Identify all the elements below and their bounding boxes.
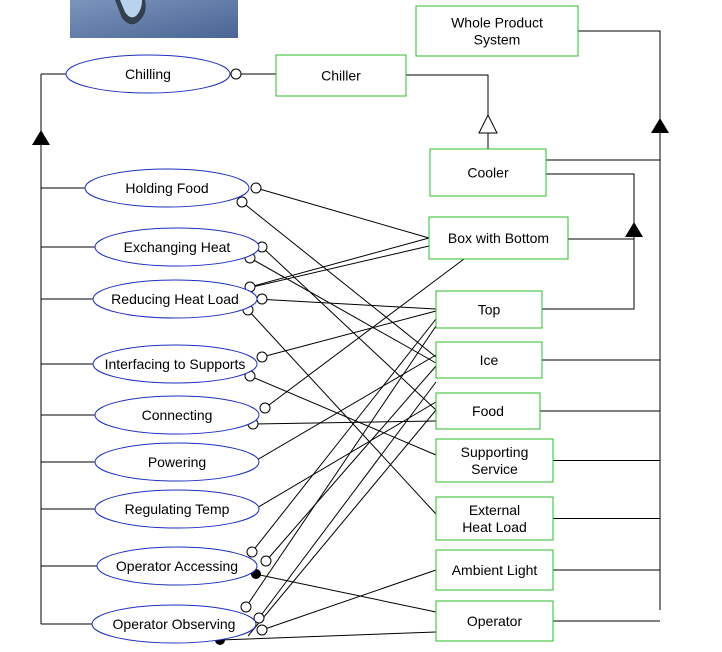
function-label: Regulating Temp: [125, 501, 230, 517]
function-label: Exchanging Heat: [124, 239, 231, 255]
link-port-icon: [240, 601, 252, 613]
link-port-icon: [256, 293, 268, 305]
function-interfacing-to-supports[interactable]: Interfacing to Supports: [92, 344, 258, 384]
component-label: Supporting: [461, 444, 529, 460]
link-port-icon: [260, 555, 272, 567]
function-label: Powering: [148, 454, 206, 470]
component-label: Service: [471, 461, 518, 477]
function-label: Holding Food: [125, 180, 208, 196]
link-port-icon: [259, 402, 271, 414]
function-exchanging-heat[interactable]: Exchanging Heat: [94, 227, 260, 267]
link-port-icon: [256, 351, 268, 363]
function-operator-observing[interactable]: Operator Observing: [91, 604, 257, 644]
aggregation-arrow-icon: [32, 130, 50, 145]
aggregation-arrow-icon: [625, 222, 643, 237]
component-label: Operator: [467, 613, 523, 629]
function-regulating-temp[interactable]: Regulating Temp: [94, 489, 260, 529]
function-label: Operator Accessing: [116, 558, 238, 574]
component-label: External: [469, 502, 520, 518]
component-chiller[interactable]: Chiller: [275, 54, 407, 97]
component-label: Top: [478, 302, 501, 318]
component-top[interactable]: Top: [435, 290, 543, 329]
link-port-icon: [230, 68, 242, 80]
component-label: Ice: [480, 352, 499, 368]
component-food[interactable]: Food: [435, 392, 541, 430]
link-port-icon: [250, 182, 262, 194]
aggregation-arrow-icon: [651, 118, 669, 133]
function-holding-food[interactable]: Holding Food: [84, 168, 250, 208]
component-box-with-bottom[interactable]: Box with Bottom: [428, 216, 569, 260]
function-powering[interactable]: Powering: [94, 442, 260, 482]
link-port-icon: [246, 546, 258, 558]
function-reducing-heat-load[interactable]: Reducing Heat Load: [92, 279, 258, 319]
function-connecting[interactable]: Connecting: [94, 395, 260, 435]
link-port-icon: [253, 612, 265, 624]
component-ice[interactable]: Ice: [435, 341, 543, 379]
function-label: Operator Observing: [113, 616, 236, 632]
function-label: Chilling: [125, 66, 171, 82]
component-label: Whole Product: [451, 15, 543, 31]
link-port-icon: [256, 624, 268, 636]
component-label: Food: [472, 403, 504, 419]
component-label: Heat Load: [462, 519, 527, 535]
generalization-arrow-icon: [478, 113, 498, 134]
component-label: Cooler: [467, 165, 509, 181]
function-label: Interfacing to Supports: [105, 356, 246, 372]
component-operator[interactable]: Operator: [435, 600, 554, 642]
component-ambient-light[interactable]: Ambient Light: [435, 549, 554, 591]
component-label: Chiller: [321, 68, 361, 84]
product-photo: [70, 0, 238, 38]
function-label: Connecting: [142, 407, 213, 423]
component-label: System: [474, 32, 521, 48]
link-port-icon: [236, 196, 248, 208]
function-label: Reducing Heat Load: [111, 291, 239, 307]
component-label: Ambient Light: [452, 562, 538, 578]
component-label: Box with Bottom: [448, 230, 549, 246]
function-operator-accessing[interactable]: Operator Accessing: [96, 546, 258, 586]
component-cooler[interactable]: Cooler: [429, 148, 547, 197]
function-chilling[interactable]: Chilling: [65, 54, 231, 94]
